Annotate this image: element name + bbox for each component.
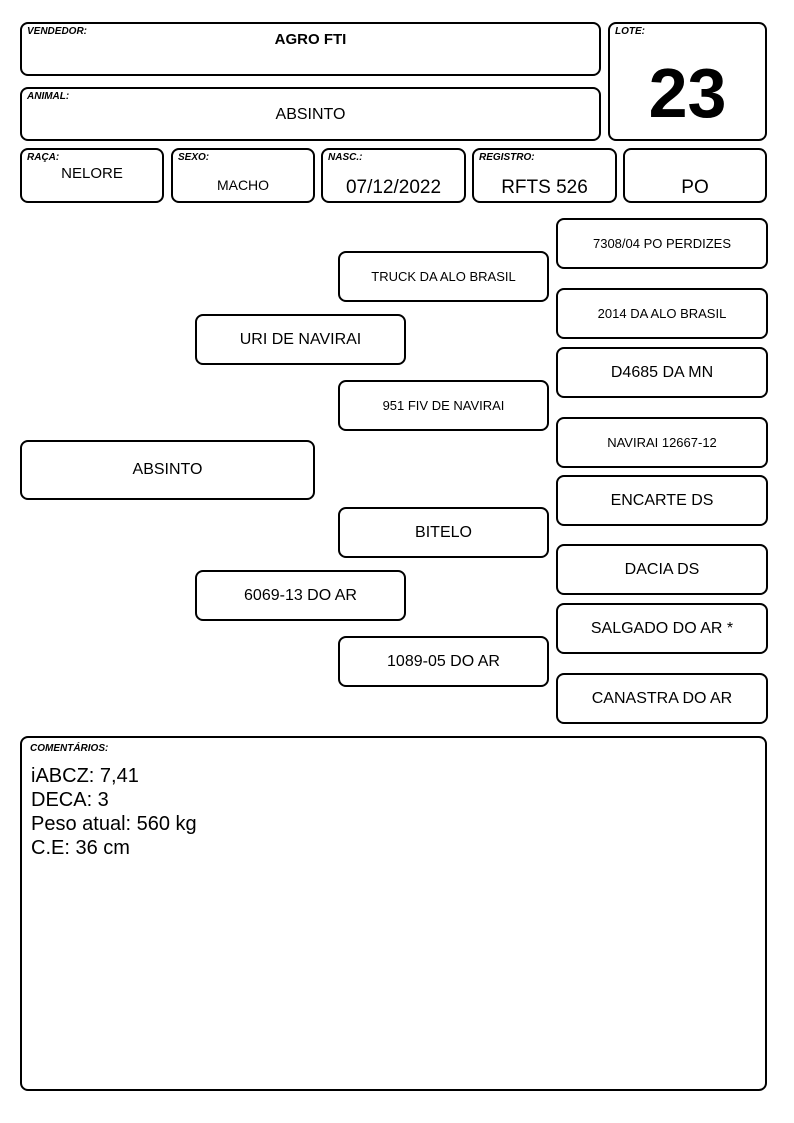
- pedigree-ss-dam: 2014 DA ALO BRASIL: [556, 288, 768, 339]
- nasc-value: 07/12/2022: [345, 177, 442, 198]
- raca-value: NELORE: [61, 165, 123, 182]
- pedigree-dd-dam: CANASTRA DO AR: [556, 673, 768, 724]
- sexo-label: SEXO:: [178, 152, 210, 163]
- animal-label: ANIMAL:: [27, 91, 70, 102]
- registro-label: REGISTRO:: [479, 152, 535, 163]
- pedigree-sd-dam: NAVIRAI 12667-12: [556, 417, 768, 468]
- lote-label: LOTE:: [615, 26, 645, 37]
- animal-value: ABSINTO: [275, 106, 346, 123]
- registro-box: REGISTRO: RFTS 526: [472, 148, 617, 203]
- pedigree-dam-dam: 1089-05 DO AR: [338, 636, 549, 687]
- nasc-label: NASC.:: [328, 152, 363, 163]
- comments-label: COMENTÁRIOS:: [30, 743, 109, 754]
- pedigree-dam-sire: BITELO: [338, 507, 549, 558]
- comment-line: C.E: 36 cm: [31, 837, 130, 859]
- sexo-value: MACHO: [216, 177, 270, 193]
- categoria-box: PO: [623, 148, 767, 203]
- registro-value: RFTS 526: [501, 177, 588, 198]
- vendedor-box: VENDEDOR: AGRO FTI: [20, 22, 601, 76]
- animal-box: ANIMAL: ABSINTO: [20, 87, 601, 141]
- pedigree-animal: ABSINTO: [20, 440, 315, 500]
- pedigree-sire: URI DE NAVIRAI: [195, 314, 406, 365]
- vendedor-value: AGRO FTI: [274, 31, 347, 48]
- pedigree-dam: 6069-13 DO AR: [195, 570, 406, 621]
- pedigree-ds-dam: DACIA DS: [556, 544, 768, 595]
- pedigree-sire-dam: 951 FIV DE NAVIRAI: [338, 380, 549, 431]
- lote-box: LOTE: 23: [608, 22, 767, 141]
- raca-label: RAÇA:: [27, 152, 60, 163]
- sexo-box: SEXO: MACHO: [171, 148, 315, 203]
- comment-line: Peso atual: 560 kg: [31, 813, 197, 835]
- categoria-value: PO: [681, 177, 709, 198]
- lote-number: 23: [648, 54, 727, 132]
- raca-box: RAÇA: NELORE: [20, 148, 164, 203]
- pedigree-dd-sire: SALGADO DO AR *: [556, 603, 768, 654]
- comments-text: iABCZ: 7,41 DECA: 3 Peso atual: 560 kg C…: [31, 764, 197, 860]
- pedigree-sd-sire: D4685 DA MN: [556, 347, 768, 398]
- nasc-box: NASC.: 07/12/2022: [321, 148, 466, 203]
- comment-line: DECA: 3: [31, 789, 109, 811]
- pedigree-sire-sire: TRUCK DA ALO BRASIL: [338, 251, 549, 302]
- pedigree-ds-sire: ENCARTE DS: [556, 475, 768, 526]
- vendedor-label: VENDEDOR:: [27, 26, 88, 37]
- comments-box: COMENTÁRIOS: iABCZ: 7,41 DECA: 3 Peso at…: [20, 736, 767, 1091]
- pedigree-ss-sire: 7308/04 PO PERDIZES: [556, 218, 768, 269]
- comment-line: iABCZ: 7,41: [31, 765, 139, 787]
